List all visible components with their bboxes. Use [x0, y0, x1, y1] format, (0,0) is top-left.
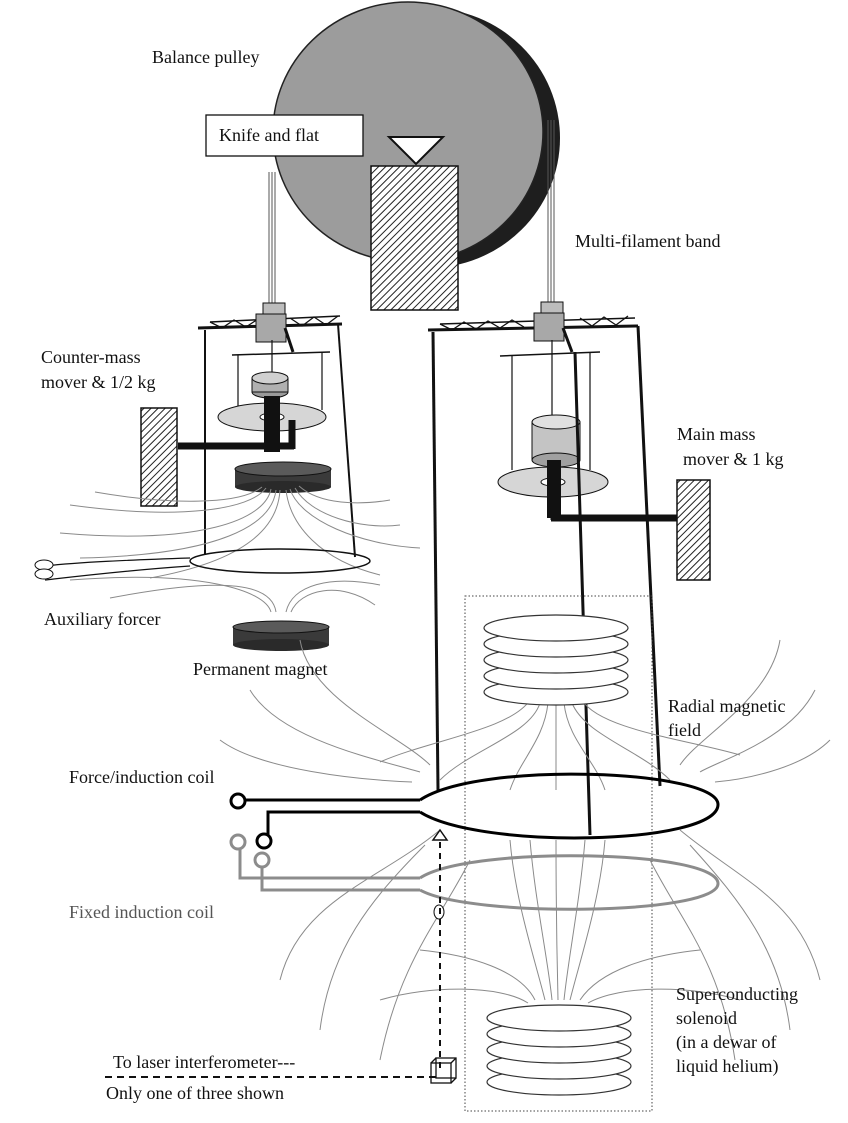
label-laser-2: Only one of three shown [106, 1083, 284, 1103]
label-balance-pulley: Balance pulley [152, 47, 259, 67]
counter-mass-mover [141, 408, 177, 506]
counter-mass-assembly [141, 303, 355, 557]
label-solenoid-4: liquid helium) [676, 1056, 779, 1077]
upper-solenoid [484, 615, 628, 705]
label-radial-field-2: field [668, 720, 701, 740]
label-permanent-magnet: Permanent magnet [193, 659, 327, 679]
label-solenoid-3: (in a dewar of [676, 1032, 776, 1053]
main-mass-assembly [428, 302, 710, 835]
label-main-mass-1: Main mass [677, 424, 756, 444]
label-counter-mass-2: mover & 1/2 kg [41, 372, 156, 392]
label-multi-filament-band: Multi-filament band [575, 231, 720, 251]
label-force-induction-coil: Force/induction coil [69, 767, 214, 787]
label-fixed-induction-coil: Fixed induction coil [69, 902, 214, 922]
label-knife-and-flat: Knife and flat [219, 125, 319, 145]
knife-and-flat-callout: Knife and flat [206, 115, 363, 156]
beam-splitter-cube [431, 1058, 456, 1083]
auxiliary-field-lines [60, 486, 420, 612]
label-solenoid-1: Superconducting [676, 984, 798, 1004]
label-solenoid-2: solenoid [676, 1008, 737, 1028]
force-induction-coil [231, 774, 718, 848]
label-laser-1: To laser interferometer--- [113, 1052, 295, 1072]
label-auxiliary-forcer: Auxiliary forcer [44, 609, 160, 629]
label-main-mass-2: mover & 1 kg [683, 449, 784, 469]
main-mass-mover [677, 480, 710, 580]
label-counter-mass-1: Counter-mass [41, 347, 141, 367]
permanent-magnet-lower [233, 621, 329, 651]
label-radial-field-1: Radial magnetic [668, 696, 785, 716]
support-column [371, 166, 458, 310]
lower-solenoid [487, 1005, 631, 1095]
permanent-magnet-upper [235, 462, 331, 493]
fixed-induction-coil [231, 835, 718, 909]
corner-cube [433, 830, 447, 840]
